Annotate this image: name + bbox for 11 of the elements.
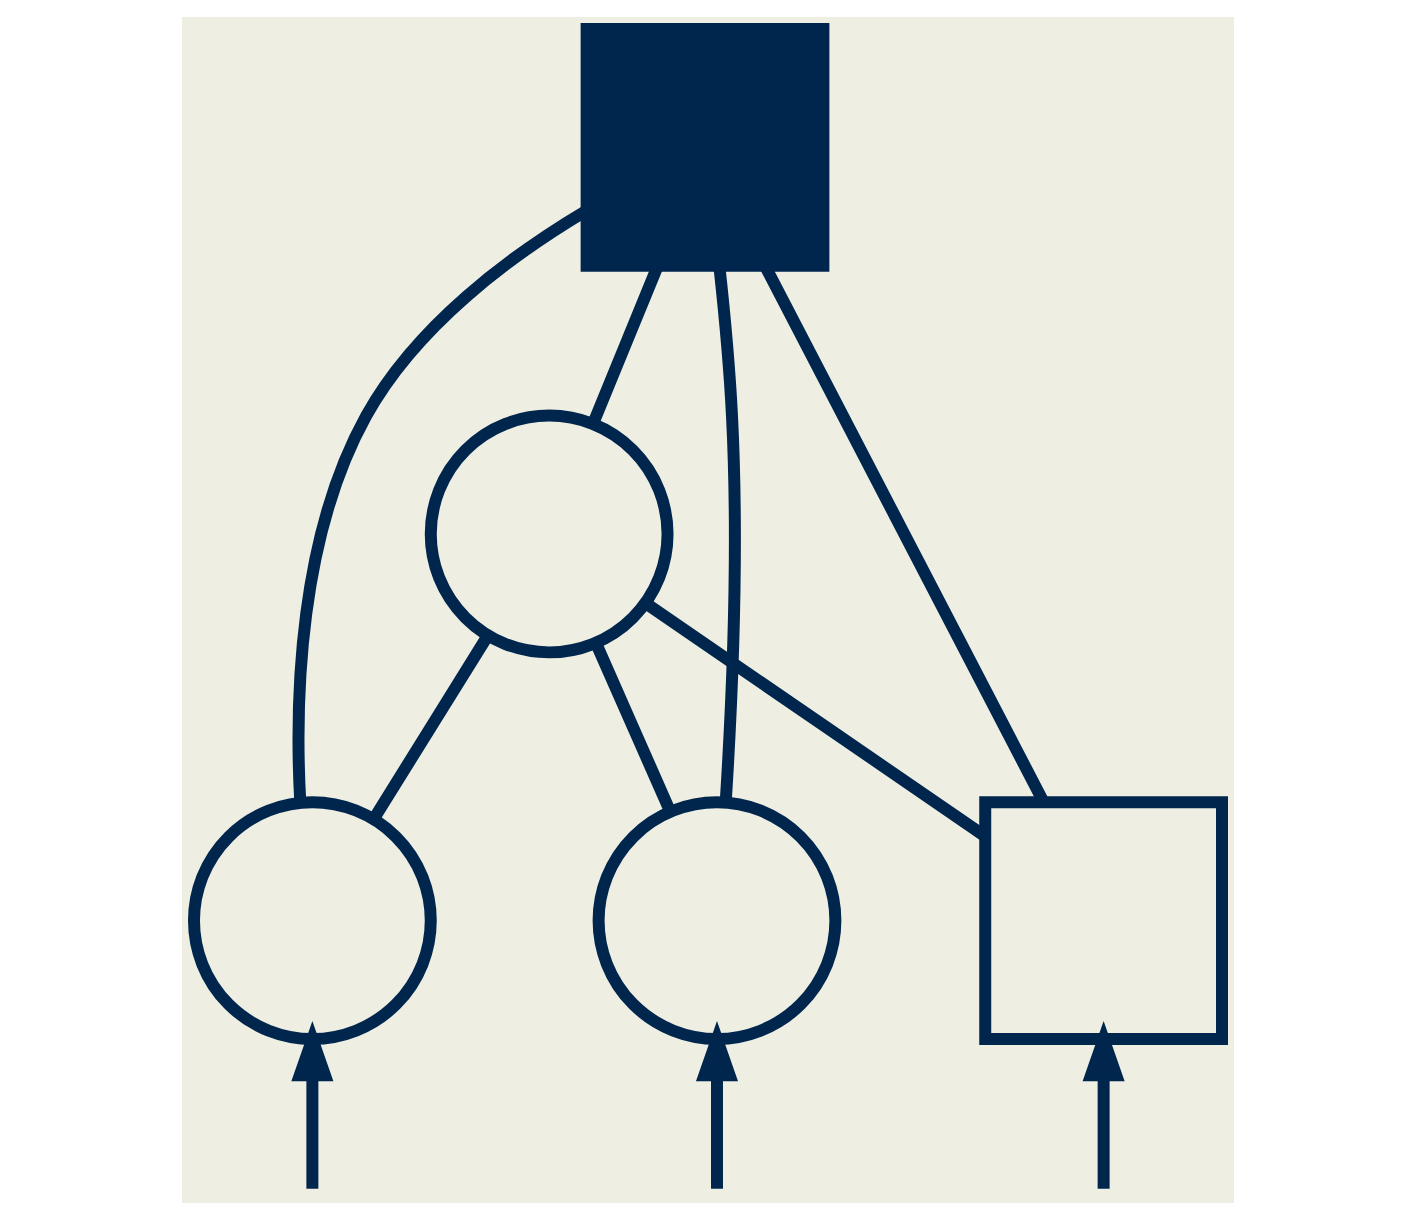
connector — [367, 632, 492, 823]
node-circle — [187, 796, 436, 1045]
connector — [712, 265, 740, 803]
node-circle — [591, 796, 841, 1045]
connector — [589, 640, 675, 814]
node-box — [978, 796, 1227, 1045]
node-circle — [423, 409, 673, 659]
arrow — [290, 1021, 333, 1189]
node-box — [579, 22, 829, 272]
arrow — [1081, 1021, 1124, 1189]
arrow — [694, 1021, 738, 1189]
